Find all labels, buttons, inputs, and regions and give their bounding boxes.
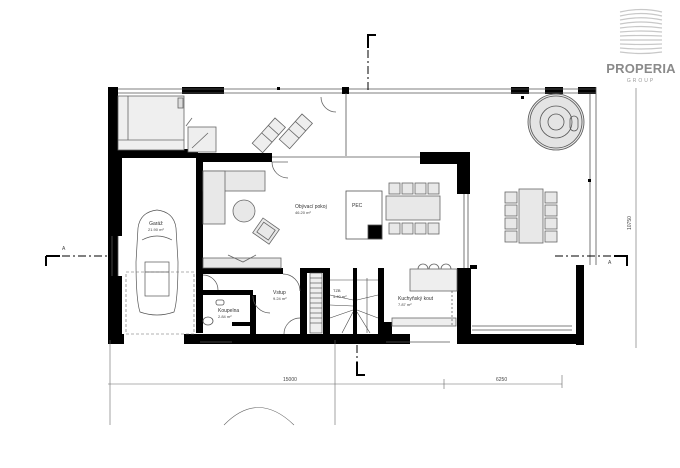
logo-name: PROPERIA: [606, 61, 676, 76]
markers: [277, 87, 591, 182]
spa-room: [117, 95, 217, 153]
logo-subtitle: GROUP: [626, 78, 656, 84]
room-name: Koupelna: [218, 308, 240, 314]
stove-icon: [345, 190, 383, 240]
kitchen-counter: [391, 263, 458, 327]
room-name: Kuchyňský kout: [398, 296, 434, 302]
sunbeds-icon: [251, 96, 337, 154]
room-area: 21.90 m²: [148, 227, 164, 232]
properia-logo: PROPERIA GROUP: [606, 8, 676, 88]
dimension-lines: [108, 88, 637, 426]
room-name: Garáž: [149, 221, 163, 227]
room-name: TZB: [333, 288, 341, 293]
room-area: 2.84 m²: [218, 314, 232, 319]
dimension-terrace-width: 6250: [496, 377, 508, 383]
dining-table: [385, 182, 441, 235]
logo-waves-icon: [619, 8, 663, 55]
room-label-bathroom: Koupelna 2.84 m²: [218, 308, 239, 320]
room-label-kitchen: Kuchyňský kout 7.87 m²: [398, 296, 433, 308]
section-marker-right: A: [608, 260, 612, 266]
dimension-main-width: 15000: [283, 377, 297, 383]
room-name: Vstup: [273, 290, 286, 296]
room-area: 7.87 m²: [398, 302, 412, 307]
dimension-depth: 10750: [627, 216, 633, 230]
room-label-garage: Garáž 21.90 m²: [148, 221, 164, 233]
room-area: 4.40 m²: [333, 294, 347, 299]
thin-lines: [111, 87, 597, 343]
room-area: 46.20 m²: [295, 210, 311, 215]
stove-label: PEC: [352, 203, 363, 209]
hot-tub-icon: [527, 93, 585, 151]
room-area: 9.24 m²: [273, 296, 287, 301]
doors: [202, 161, 301, 335]
terrace-dining: [504, 188, 558, 244]
staircase: [309, 272, 379, 334]
car-icon: [135, 209, 179, 316]
room-name: Obývací pokoj: [295, 204, 327, 210]
room-label-entrance: Vstup 9.24 m²: [273, 290, 287, 302]
section-marker-left: A: [62, 246, 66, 252]
section-line: [45, 34, 628, 376]
walls: [108, 87, 596, 345]
room-label-stairs: TZB 4.40 m²: [333, 288, 347, 300]
living-furniture: [202, 170, 282, 269]
room-label-living: Obývací pokoj 46.20 m²: [295, 204, 327, 216]
bathroom-fixtures: [202, 299, 225, 326]
